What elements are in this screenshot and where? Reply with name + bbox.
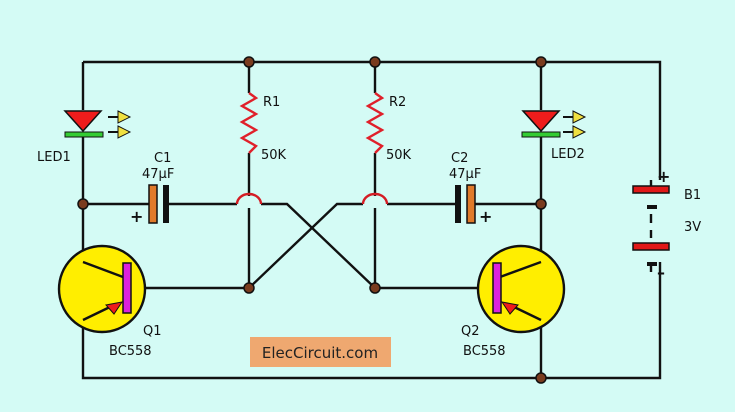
r1-label: R1 <box>263 95 280 110</box>
c1-value: 47µF <box>142 167 174 182</box>
b1-minus: – <box>657 263 665 282</box>
junction-dot <box>535 372 547 384</box>
crossover-arc-2 <box>361 192 389 205</box>
resistor-r2-icon <box>365 92 385 154</box>
b1-plus: + <box>657 167 670 186</box>
watermark-text: ElecCircuit.com <box>262 344 378 362</box>
q1-label: Q1 <box>143 324 162 339</box>
wire-top-rail <box>83 60 662 180</box>
crossover-arc-1 <box>235 192 263 205</box>
transistor-q1-icon <box>57 244 147 334</box>
junction-dot <box>243 282 255 294</box>
c2-label: C2 <box>451 151 468 166</box>
capacitor-c1-icon <box>148 184 169 224</box>
c2-plus: + <box>479 207 492 226</box>
junction-dot <box>535 198 547 210</box>
transistor-q2-icon <box>476 244 566 334</box>
led2-icon <box>521 110 587 139</box>
wire-bottom-rail <box>81 262 662 380</box>
battery-b1-icon <box>632 180 670 272</box>
wire-c1 <box>83 202 376 289</box>
junction-dot <box>369 56 381 68</box>
junction-dot <box>535 56 547 68</box>
c1-label: C1 <box>154 151 171 166</box>
q2-label: Q2 <box>461 324 480 339</box>
watermark-box <box>250 337 391 367</box>
led1-icon <box>63 110 132 139</box>
q1-part: BC558 <box>109 344 152 359</box>
junction-dot <box>369 282 381 294</box>
wire-c2 <box>248 202 541 289</box>
b1-label: B1 <box>684 188 701 203</box>
r2-value: 50K <box>386 148 412 163</box>
junction-dot <box>243 56 255 68</box>
resistor-r1-icon <box>239 92 259 154</box>
b1-value: 3V <box>684 220 701 235</box>
capacitor-c2-icon <box>455 184 476 224</box>
junction-dot <box>77 198 89 210</box>
led2-label: LED2 <box>551 147 585 162</box>
c1-plus: + <box>130 207 143 226</box>
c2-value: 47µF <box>449 167 481 182</box>
r2-label: R2 <box>389 95 406 110</box>
q2-part: BC558 <box>463 344 506 359</box>
led1-label: LED1 <box>37 150 71 165</box>
r1-value: 50K <box>261 148 287 163</box>
